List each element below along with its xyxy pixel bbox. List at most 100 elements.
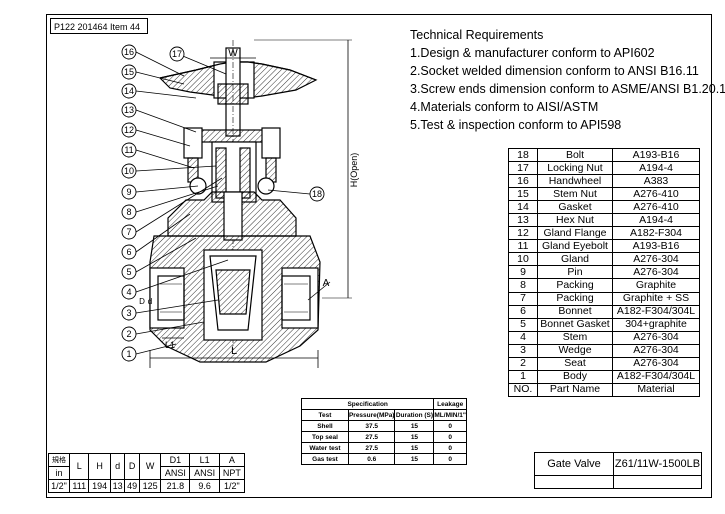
part-cell-material: A182-F304/304L xyxy=(612,369,700,384)
dim-sub: ANSI xyxy=(189,466,220,480)
part-cell-material: Graphite + SS xyxy=(612,291,700,306)
callout-label: 10 xyxy=(124,166,134,176)
spec-cell: 0 xyxy=(433,420,467,432)
dim-value: 111 xyxy=(68,479,90,493)
drawing-id: P122 201464 Item 44 xyxy=(50,18,148,34)
part-cell-name: Packing xyxy=(537,278,613,293)
unit-cell: in xyxy=(48,466,70,480)
spec-col-duration: Duration (S) xyxy=(394,409,435,421)
spec-group-header: Specification xyxy=(300,398,435,410)
requirement-item: 4.Materials conform to AISI/ASTM xyxy=(410,100,599,114)
title-model: Z61/11W-1500LB xyxy=(613,452,702,476)
part-cell-material: A194-4 xyxy=(612,161,700,176)
spec-col-leak: ML/MIN/1" xyxy=(433,409,467,421)
part-cell-name: Gland Eyebolt xyxy=(537,239,613,254)
dim-value: 1/2" xyxy=(218,479,246,493)
part-cell-material: A276-410 xyxy=(612,187,700,202)
part-cell-material: A276-304 xyxy=(612,265,700,280)
table-row: 1/2" 111 194 13 49 125 21.8 9.6 1/2" xyxy=(48,479,246,493)
dim-label-a: A xyxy=(323,278,330,289)
part-cell-no: 13 xyxy=(508,213,538,228)
part-cell-material: A182-F304 xyxy=(612,226,700,241)
part-cell-material: A276-410 xyxy=(612,200,700,215)
title-block: Gate Valve Z61/11W-1500LB xyxy=(534,452,702,489)
part-cell-material: A194-4 xyxy=(612,213,700,228)
spec-cell: 0 xyxy=(433,431,467,443)
callout-label: 1 xyxy=(126,349,131,359)
part-cell-name: Gland Flange xyxy=(537,226,613,241)
part-cell-name: Bolt xyxy=(537,147,613,163)
callout-label: 15 xyxy=(124,67,134,77)
spec-cell: 27.5 xyxy=(347,442,396,454)
dim-sub: NPT xyxy=(218,466,246,480)
part-cell-no: 4 xyxy=(508,330,538,345)
test-spec-table: Specification Leakage Test Pressure(MPa)… xyxy=(300,398,467,465)
part-cell-name: Bonnet xyxy=(537,304,613,319)
callout-label: 3 xyxy=(126,308,131,318)
callout-label: 17 xyxy=(172,49,182,59)
part-cell-name: Packing xyxy=(537,291,613,306)
part-cell-material: A383 xyxy=(612,174,700,189)
callout-label: 14 xyxy=(124,86,134,96)
dim-value: 194 xyxy=(88,479,111,493)
part-cell-material: A276-304 xyxy=(612,356,700,371)
part-cell-no: 16 xyxy=(508,174,538,189)
callout-label: 7 xyxy=(126,227,131,237)
technical-requirements: Technical Requirements 1.Design & manufa… xyxy=(410,26,725,134)
requirement-item: 5.Test & inspection conform to API598 xyxy=(410,118,622,132)
part-cell-material: 304+graphite xyxy=(612,317,700,332)
dim-value: 13 xyxy=(109,479,126,493)
callout-label: 12 xyxy=(124,125,134,135)
requirement-item: 2.Socket welded dimension conform to ANS… xyxy=(410,64,699,78)
spec-cell: 27.5 xyxy=(347,431,396,443)
spec-cell: 15 xyxy=(394,431,435,443)
dim-col: D xyxy=(124,453,140,480)
spec-cell: 0 xyxy=(433,442,467,454)
part-cell-no: 5 xyxy=(508,317,538,332)
spec-cell: Gas test xyxy=(301,453,349,465)
dim-value: 9.6 xyxy=(189,479,220,493)
part-cell-material: A193-B16 xyxy=(612,147,700,163)
callout-label: 16 xyxy=(124,47,134,57)
part-cell-material: A276-304 xyxy=(612,343,700,358)
table-row: Top seal 27.5 15 0 xyxy=(301,431,467,443)
dimensions-table: 規格 L H d D W D1 L1 A in ANSI ANSI NPT 1/… xyxy=(48,453,246,493)
part-cell-material: A276-304 xyxy=(612,330,700,345)
dim-sub: ANSI xyxy=(160,466,191,480)
dim-label-w: W xyxy=(228,48,238,59)
part-cell-no: 1 xyxy=(508,369,538,384)
dim-label-d: d xyxy=(148,297,152,306)
dim-col: A xyxy=(218,453,246,467)
part-cell-no: 17 xyxy=(508,161,538,176)
part-cell-name: Hex Nut xyxy=(537,213,613,228)
table-row: Shell 37.5 15 0 xyxy=(301,420,467,432)
part-cell-name: Pin xyxy=(537,265,613,280)
leak-group-header: Leakage xyxy=(433,398,467,410)
part-cell-no: 2 xyxy=(508,356,538,371)
dim-value: 1/2" xyxy=(48,479,70,493)
part-header-material: Material xyxy=(612,382,700,397)
callout-label: 8 xyxy=(126,207,131,217)
part-cell-name: Body xyxy=(537,369,613,384)
part-cell-name: Stem Nut xyxy=(537,187,613,202)
spec-cell: 15 xyxy=(394,420,435,432)
part-cell-name: Wedge xyxy=(537,343,613,358)
part-cell-no: 11 xyxy=(508,239,538,254)
callout-label: 5 xyxy=(126,267,131,277)
dim-col: D1 xyxy=(160,453,191,467)
